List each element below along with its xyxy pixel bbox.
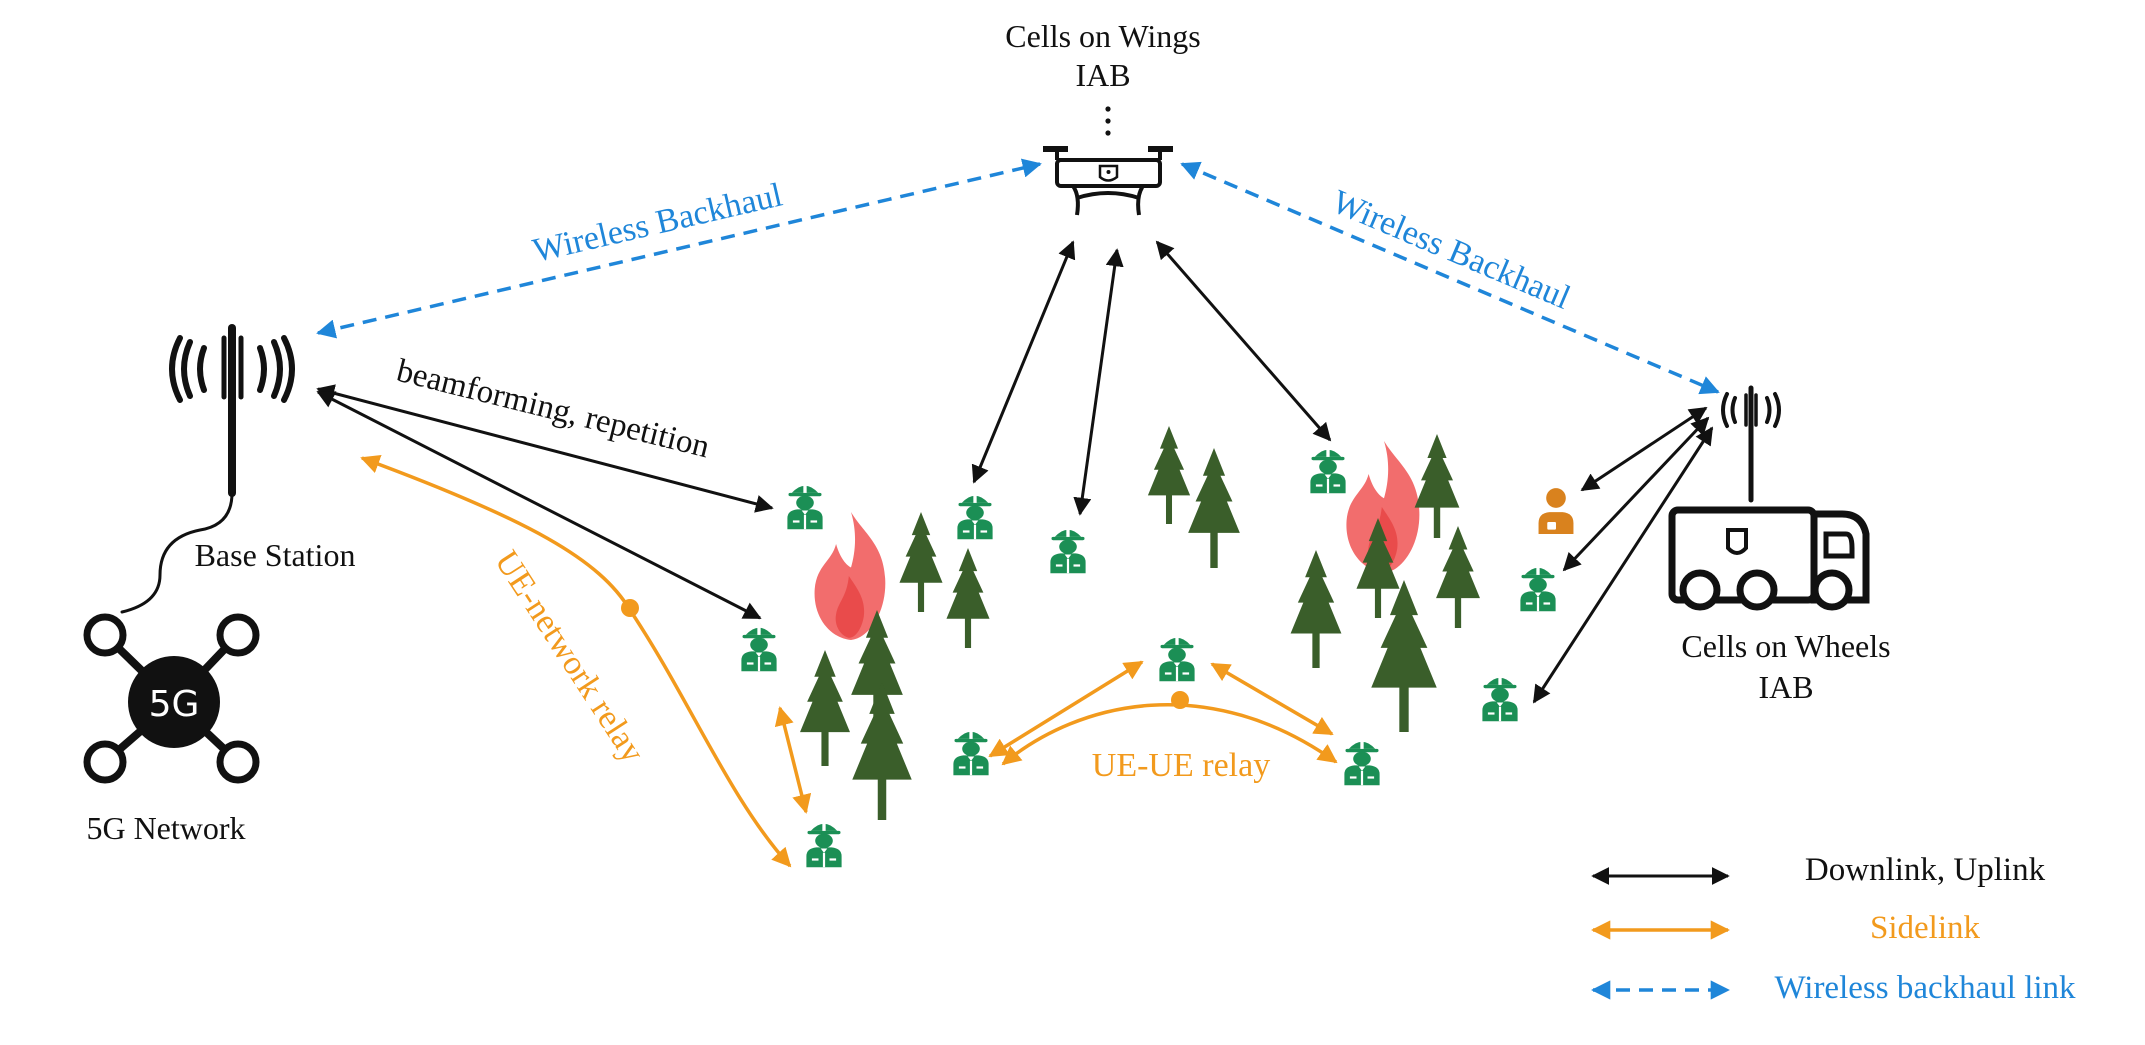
legend-downlink-label: Downlink, Uplink [1805,852,2046,888]
pine-tree-icon [1436,526,1480,628]
ue-network-relay-label: UE-network relay [487,544,651,769]
drone-icon [1043,146,1173,216]
ue-ue-relay-label: UE-UE relay [1092,747,1270,784]
firefighter-icon [1050,527,1086,574]
network-hub-icon [83,613,260,784]
pine-tree-icon [946,548,990,648]
pine-tree-icon [1188,448,1240,568]
firefighter-icon [957,493,993,540]
firefighter-icon [1482,675,1518,722]
legend: Downlink, Uplink Sidelink Wireless backh… [1591,852,2076,1006]
network-badge: 5G [149,684,200,725]
pine-tree-icon [1290,550,1342,668]
backhaul-right-link [1180,161,1720,395]
firefighter-icon [806,821,842,868]
firefighter-icon [953,729,989,776]
network-label: 5G Network [86,810,245,846]
backhaul-left-label: Wireless Backhaul [529,176,785,269]
antenna-tower-icon [120,324,295,614]
wheels-tower-icon [1721,385,1781,503]
relay-node-ue [1171,691,1189,709]
firefighter-icon [1344,739,1380,786]
firefighter-icon [1310,447,1346,494]
wheels-title: Cells on Wheels [1681,628,1890,664]
pine-tree-icon [800,650,850,766]
firefighter-icon [1159,635,1195,682]
wings-title: Cells on Wings [1005,18,1200,54]
wings-subtitle: IAB [1075,57,1130,93]
firefighter-icon [787,483,823,530]
wheels-subtitle: IAB [1758,669,1813,705]
pine-tree-icon [899,512,943,612]
base-station-label: Base Station [195,537,356,573]
firefighter-icon [1520,565,1556,612]
downlink-uplink-links [316,240,1714,704]
backhaul-left-link [316,158,1042,339]
pine-tree-icon [1414,434,1460,538]
sidelinks [360,454,1338,868]
relay-node-network [621,599,639,617]
legend-sidelink-label: Sidelink [1870,910,1981,946]
pine-tree-icon [1147,426,1191,524]
pine-tree-icon [1371,580,1437,732]
beamforming-label: beamforming, repetition [393,353,713,466]
legend-backhaul-label: Wireless backhaul link [1774,970,2076,1006]
firefighter-icon [741,625,777,672]
pine-tree-icon [852,682,912,820]
truck-icon [1668,506,1870,611]
ellipsis-dots [1105,106,1111,136]
backhaul-right-label: Wireless Backhaul [1327,183,1576,316]
person-icon [1538,488,1574,534]
